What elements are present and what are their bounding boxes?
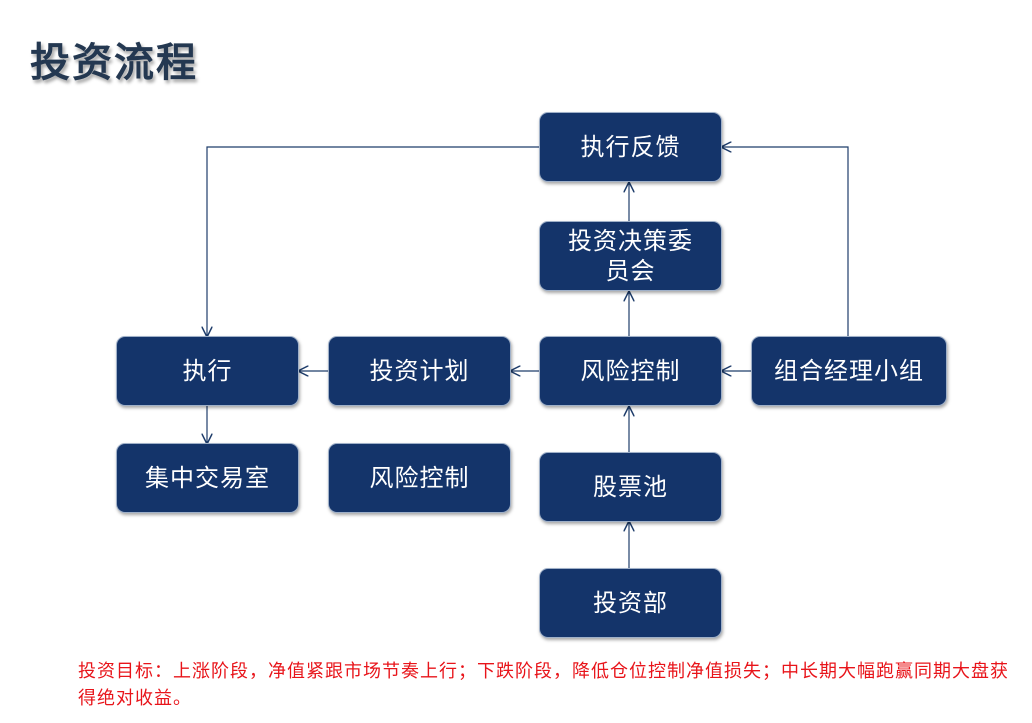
node-trading-room: 集中交易室: [116, 443, 299, 513]
node-execute: 执行: [116, 336, 299, 406]
node-investment-department: 投资部: [539, 568, 722, 638]
arrow-portfolio-to-feedback: [722, 147, 849, 336]
node-risk-control-secondary: 风险控制: [328, 443, 511, 513]
node-investment-committee: 投资决策委员会: [539, 221, 722, 291]
node-risk-control: 风险控制: [539, 336, 722, 406]
arrow-feedback-to-execute: [207, 146, 540, 336]
node-stock-pool: 股票池: [539, 452, 722, 522]
page-title: 投资流程: [30, 39, 198, 86]
node-investment-plan: 投资计划: [328, 336, 511, 406]
node-execution-feedback: 执行反馈: [539, 112, 722, 182]
node-portfolio-team: 组合经理小组: [751, 336, 947, 406]
investment-objective-note: 投资目标：上涨阶段，净值紧跟市场节奏上行；下跌阶段，降低仓位控制净值损失；中长期…: [78, 661, 1009, 709]
